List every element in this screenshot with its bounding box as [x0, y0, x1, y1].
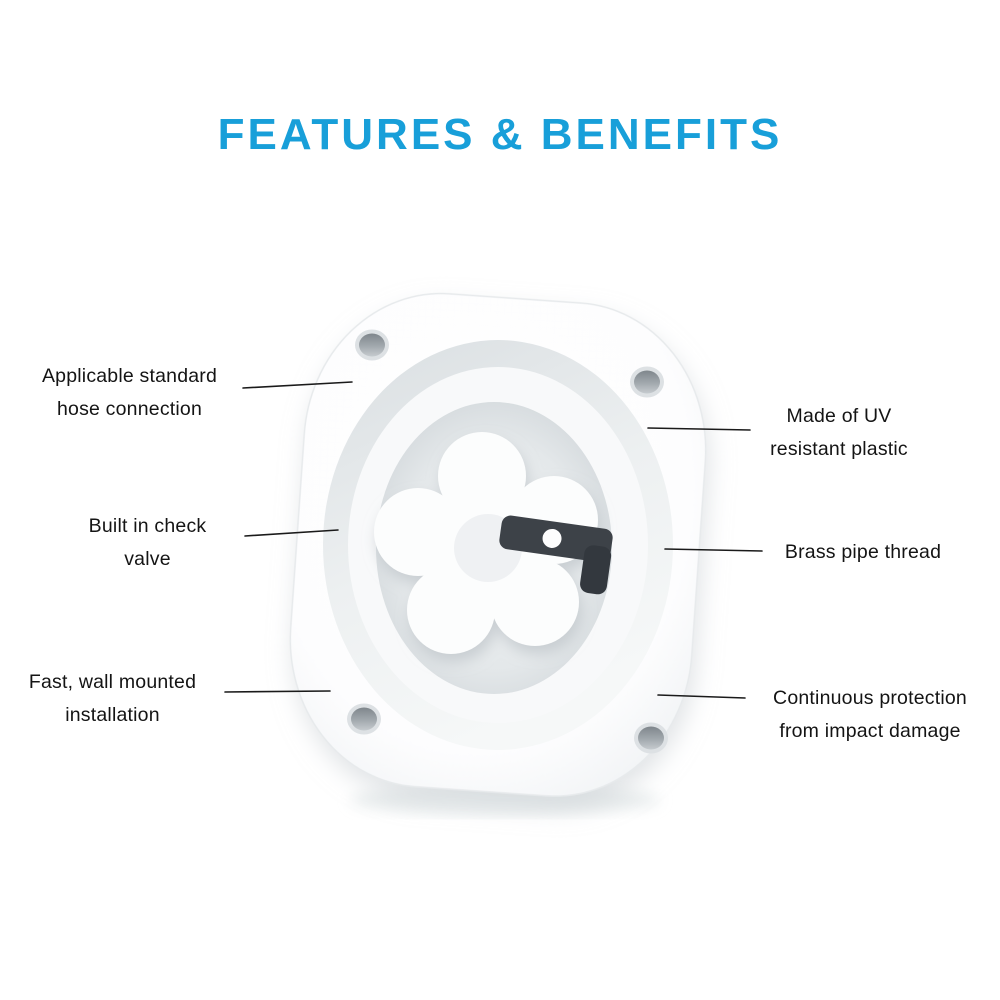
valve-knob — [374, 432, 598, 654]
retaining-bracket — [499, 515, 613, 595]
screw-hole-top-right — [630, 366, 664, 398]
callout-line-hose-connection — [242, 381, 353, 389]
screw-hole-top-left — [355, 329, 389, 361]
callout-line-impact-protection — [657, 694, 746, 699]
callout-label-impact-protection: Continuous protection from impact damage — [773, 687, 967, 742]
callout-lines — [224, 381, 763, 699]
screw-holes — [347, 329, 668, 754]
screw-hole-bottom-right — [634, 722, 668, 754]
callout-label-hose-connection: Applicable standard hose connection — [41, 365, 218, 420]
screw-hole-bottom-left — [347, 703, 381, 735]
callout-line-wall-mount — [224, 690, 331, 693]
callout-label-check-valve: Built in check valve — [88, 515, 207, 570]
callout-line-check-valve — [244, 529, 339, 537]
page-title: FEATURES & BENEFITS — [217, 110, 783, 159]
callout-label-wall-mount: Fast, wall mounted installation — [28, 671, 197, 726]
callout-line-brass-thread — [664, 548, 763, 552]
callout-label-brass-thread: Brass pipe thread — [784, 541, 942, 563]
callout-label-uv-plastic: Made of UV resistant plastic — [770, 405, 908, 460]
callout-line-uv-plastic — [647, 427, 751, 431]
